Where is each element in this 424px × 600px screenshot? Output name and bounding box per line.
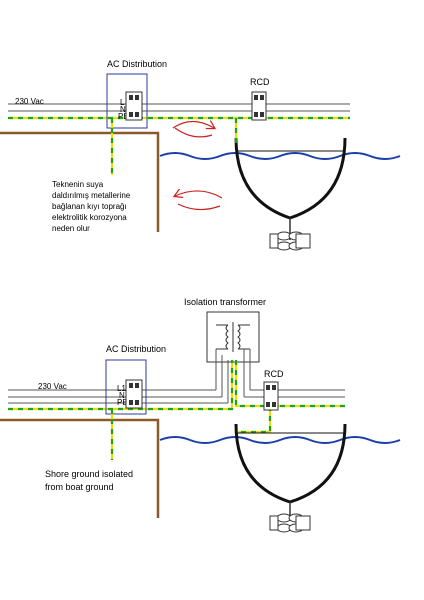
water-line-2 <box>159 436 401 444</box>
top-diagram: AC Distribution 230 Vac L N PE RCD <box>0 59 401 251</box>
transformer-label: Isolation transformer <box>184 297 266 307</box>
rcd-label: RCD <box>250 77 270 87</box>
propeller-icon-2 <box>269 513 311 533</box>
bottom-diagram: Isolation transformer AC <box>0 297 401 533</box>
ac-distribution-label: AC Distribution <box>107 59 167 69</box>
voltage-label-2: 230 Vac <box>38 382 67 391</box>
current-arrow-icon <box>172 122 214 129</box>
isolation-note: Shore ground isolated from boat ground <box>45 469 136 492</box>
shore-edge <box>0 131 160 232</box>
shore-ground-line <box>8 360 234 411</box>
boat-ground-line <box>234 360 345 408</box>
rcd-label-2: RCD <box>264 369 284 379</box>
breaker-icon-2 <box>125 379 143 409</box>
boat-hull <box>234 137 347 220</box>
transformer-coil-icon <box>216 322 250 352</box>
ac-distribution-label-2: AC Distribution <box>106 344 166 354</box>
breaker-icon <box>125 91 143 121</box>
terminal-l-label: L <box>120 98 125 107</box>
terminal-pe-label: PE <box>118 112 129 121</box>
shore-edge-2 <box>0 418 160 518</box>
corrosion-note: Teknenin suya daldırılmış metallerine ba… <box>52 180 132 233</box>
ac-distribution-box <box>106 73 148 129</box>
terminal-n-label-2: N <box>119 391 125 400</box>
propeller-icon <box>269 231 311 251</box>
terminal-l1-label: L1 <box>117 384 126 393</box>
terminal-pe-label-2: PE <box>117 398 128 407</box>
boat-hull-2 <box>234 423 347 504</box>
voltage-label: 230 Vac <box>15 97 44 106</box>
water-line <box>159 152 401 160</box>
ac-distribution-box-2 <box>105 359 147 415</box>
current-return-arrow-icon <box>175 191 223 199</box>
terminal-n-label: N <box>120 105 126 114</box>
